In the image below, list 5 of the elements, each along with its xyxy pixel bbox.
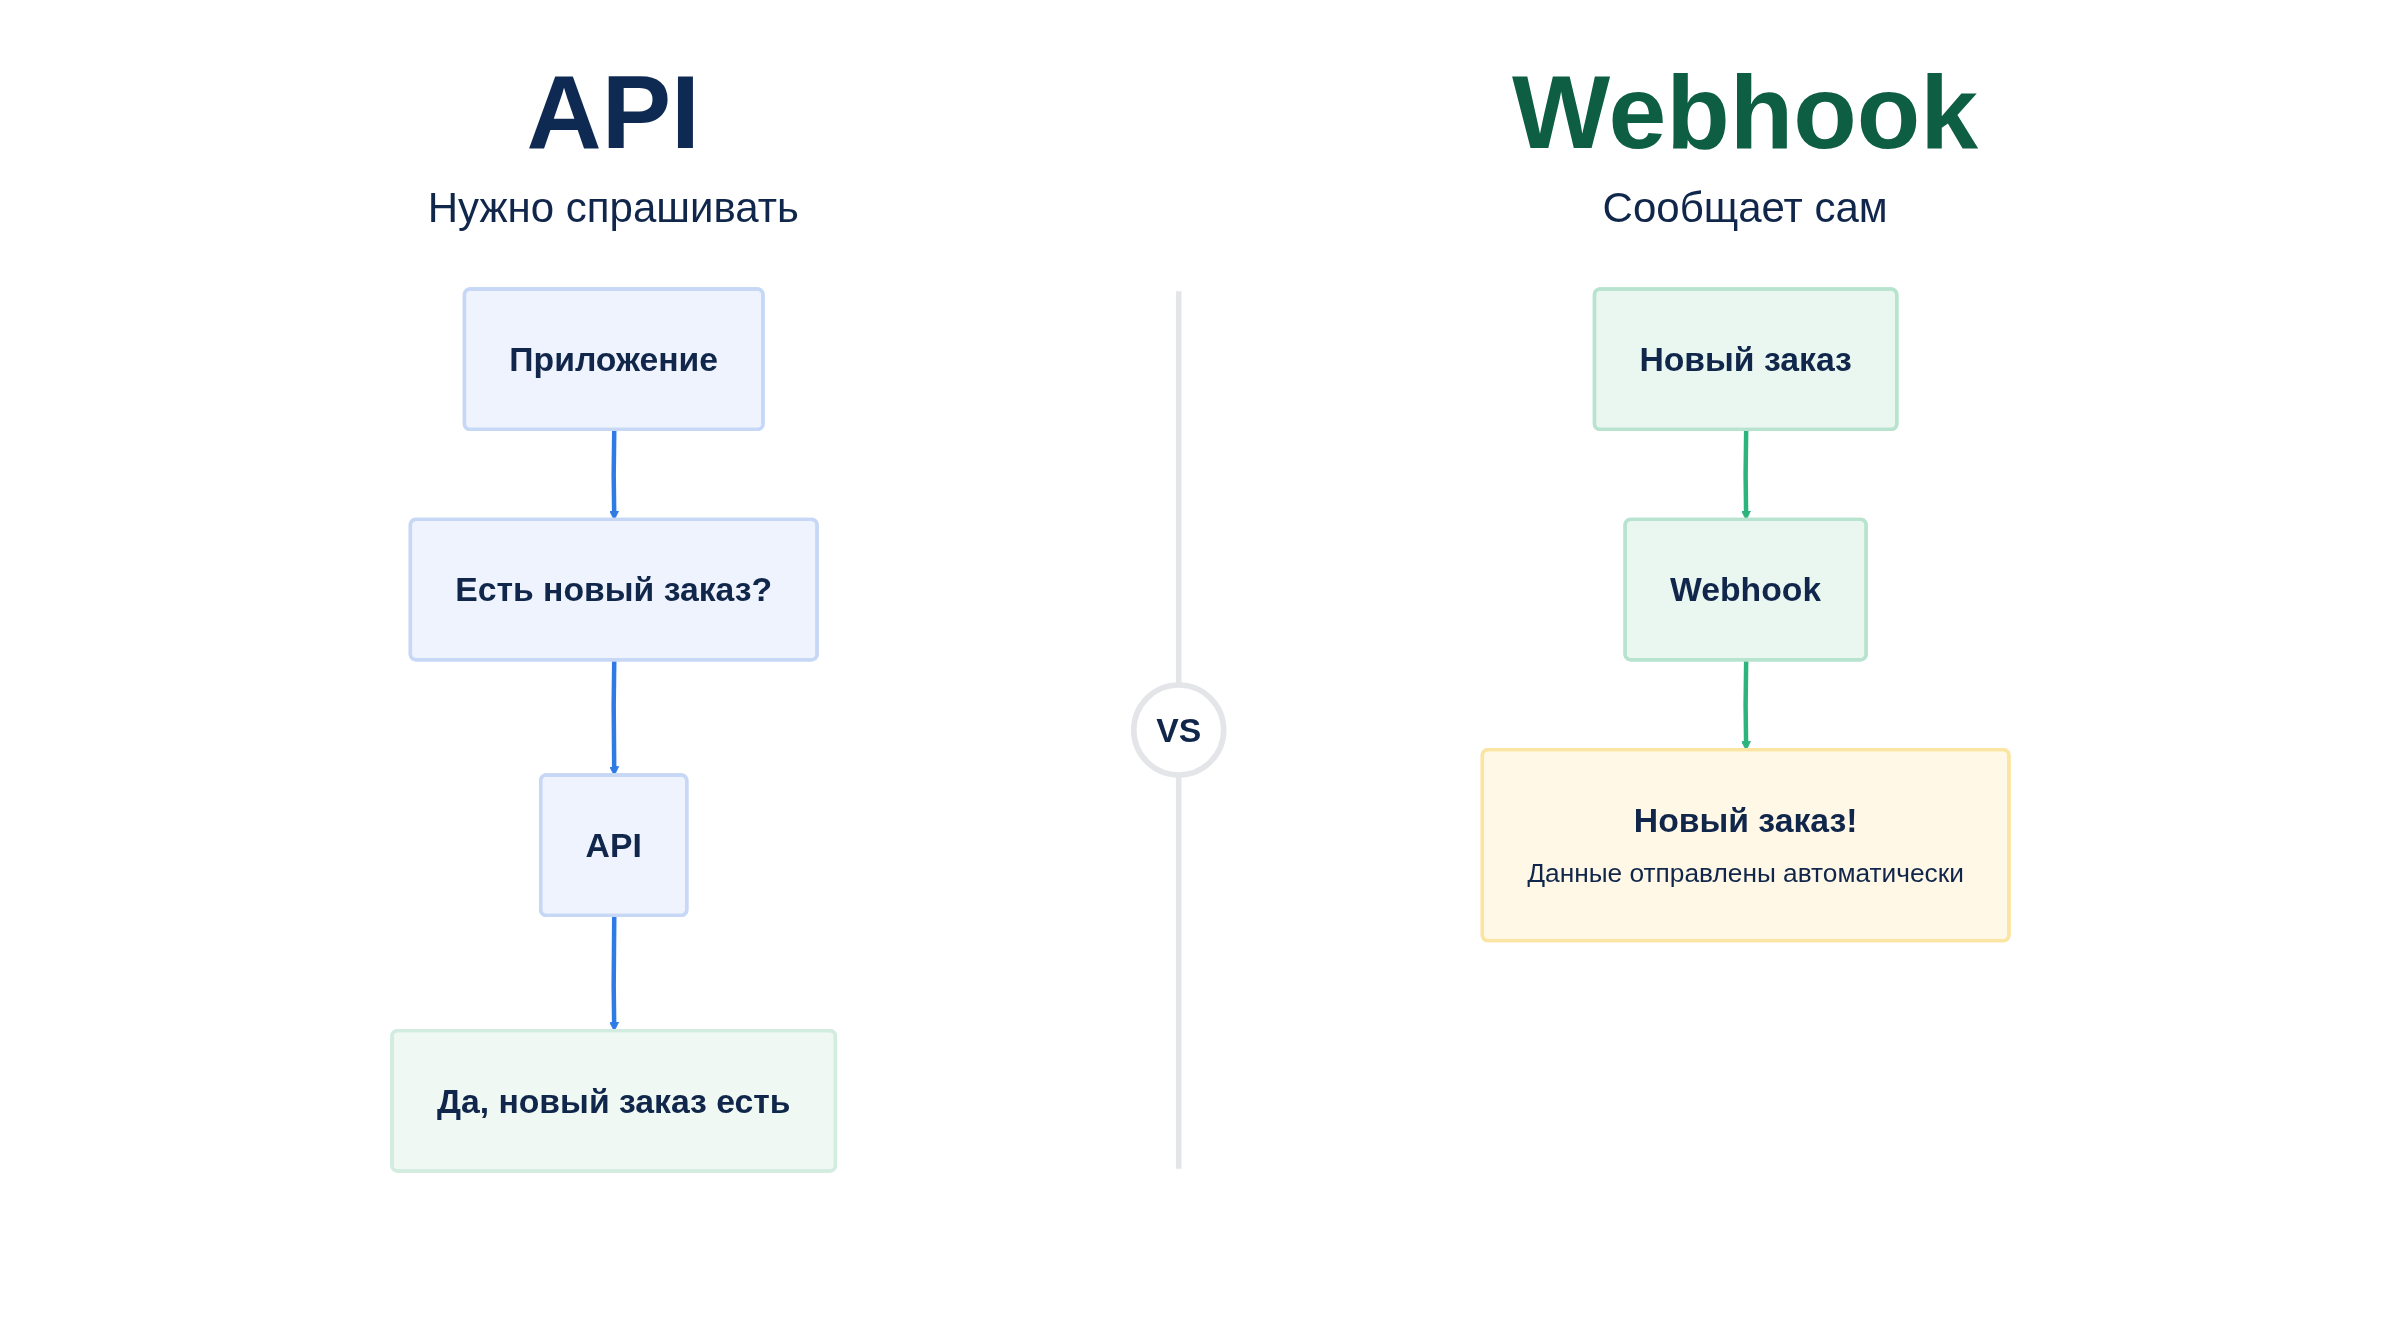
column-heading: Webhook (1512, 60, 1979, 164)
node-circle: VS (1130, 682, 1227, 778)
column-subtitle: Нужно спрашивать (427, 185, 799, 232)
column-subtitle: Сообщает сам (1602, 185, 1888, 232)
column-heading: API (526, 60, 700, 164)
